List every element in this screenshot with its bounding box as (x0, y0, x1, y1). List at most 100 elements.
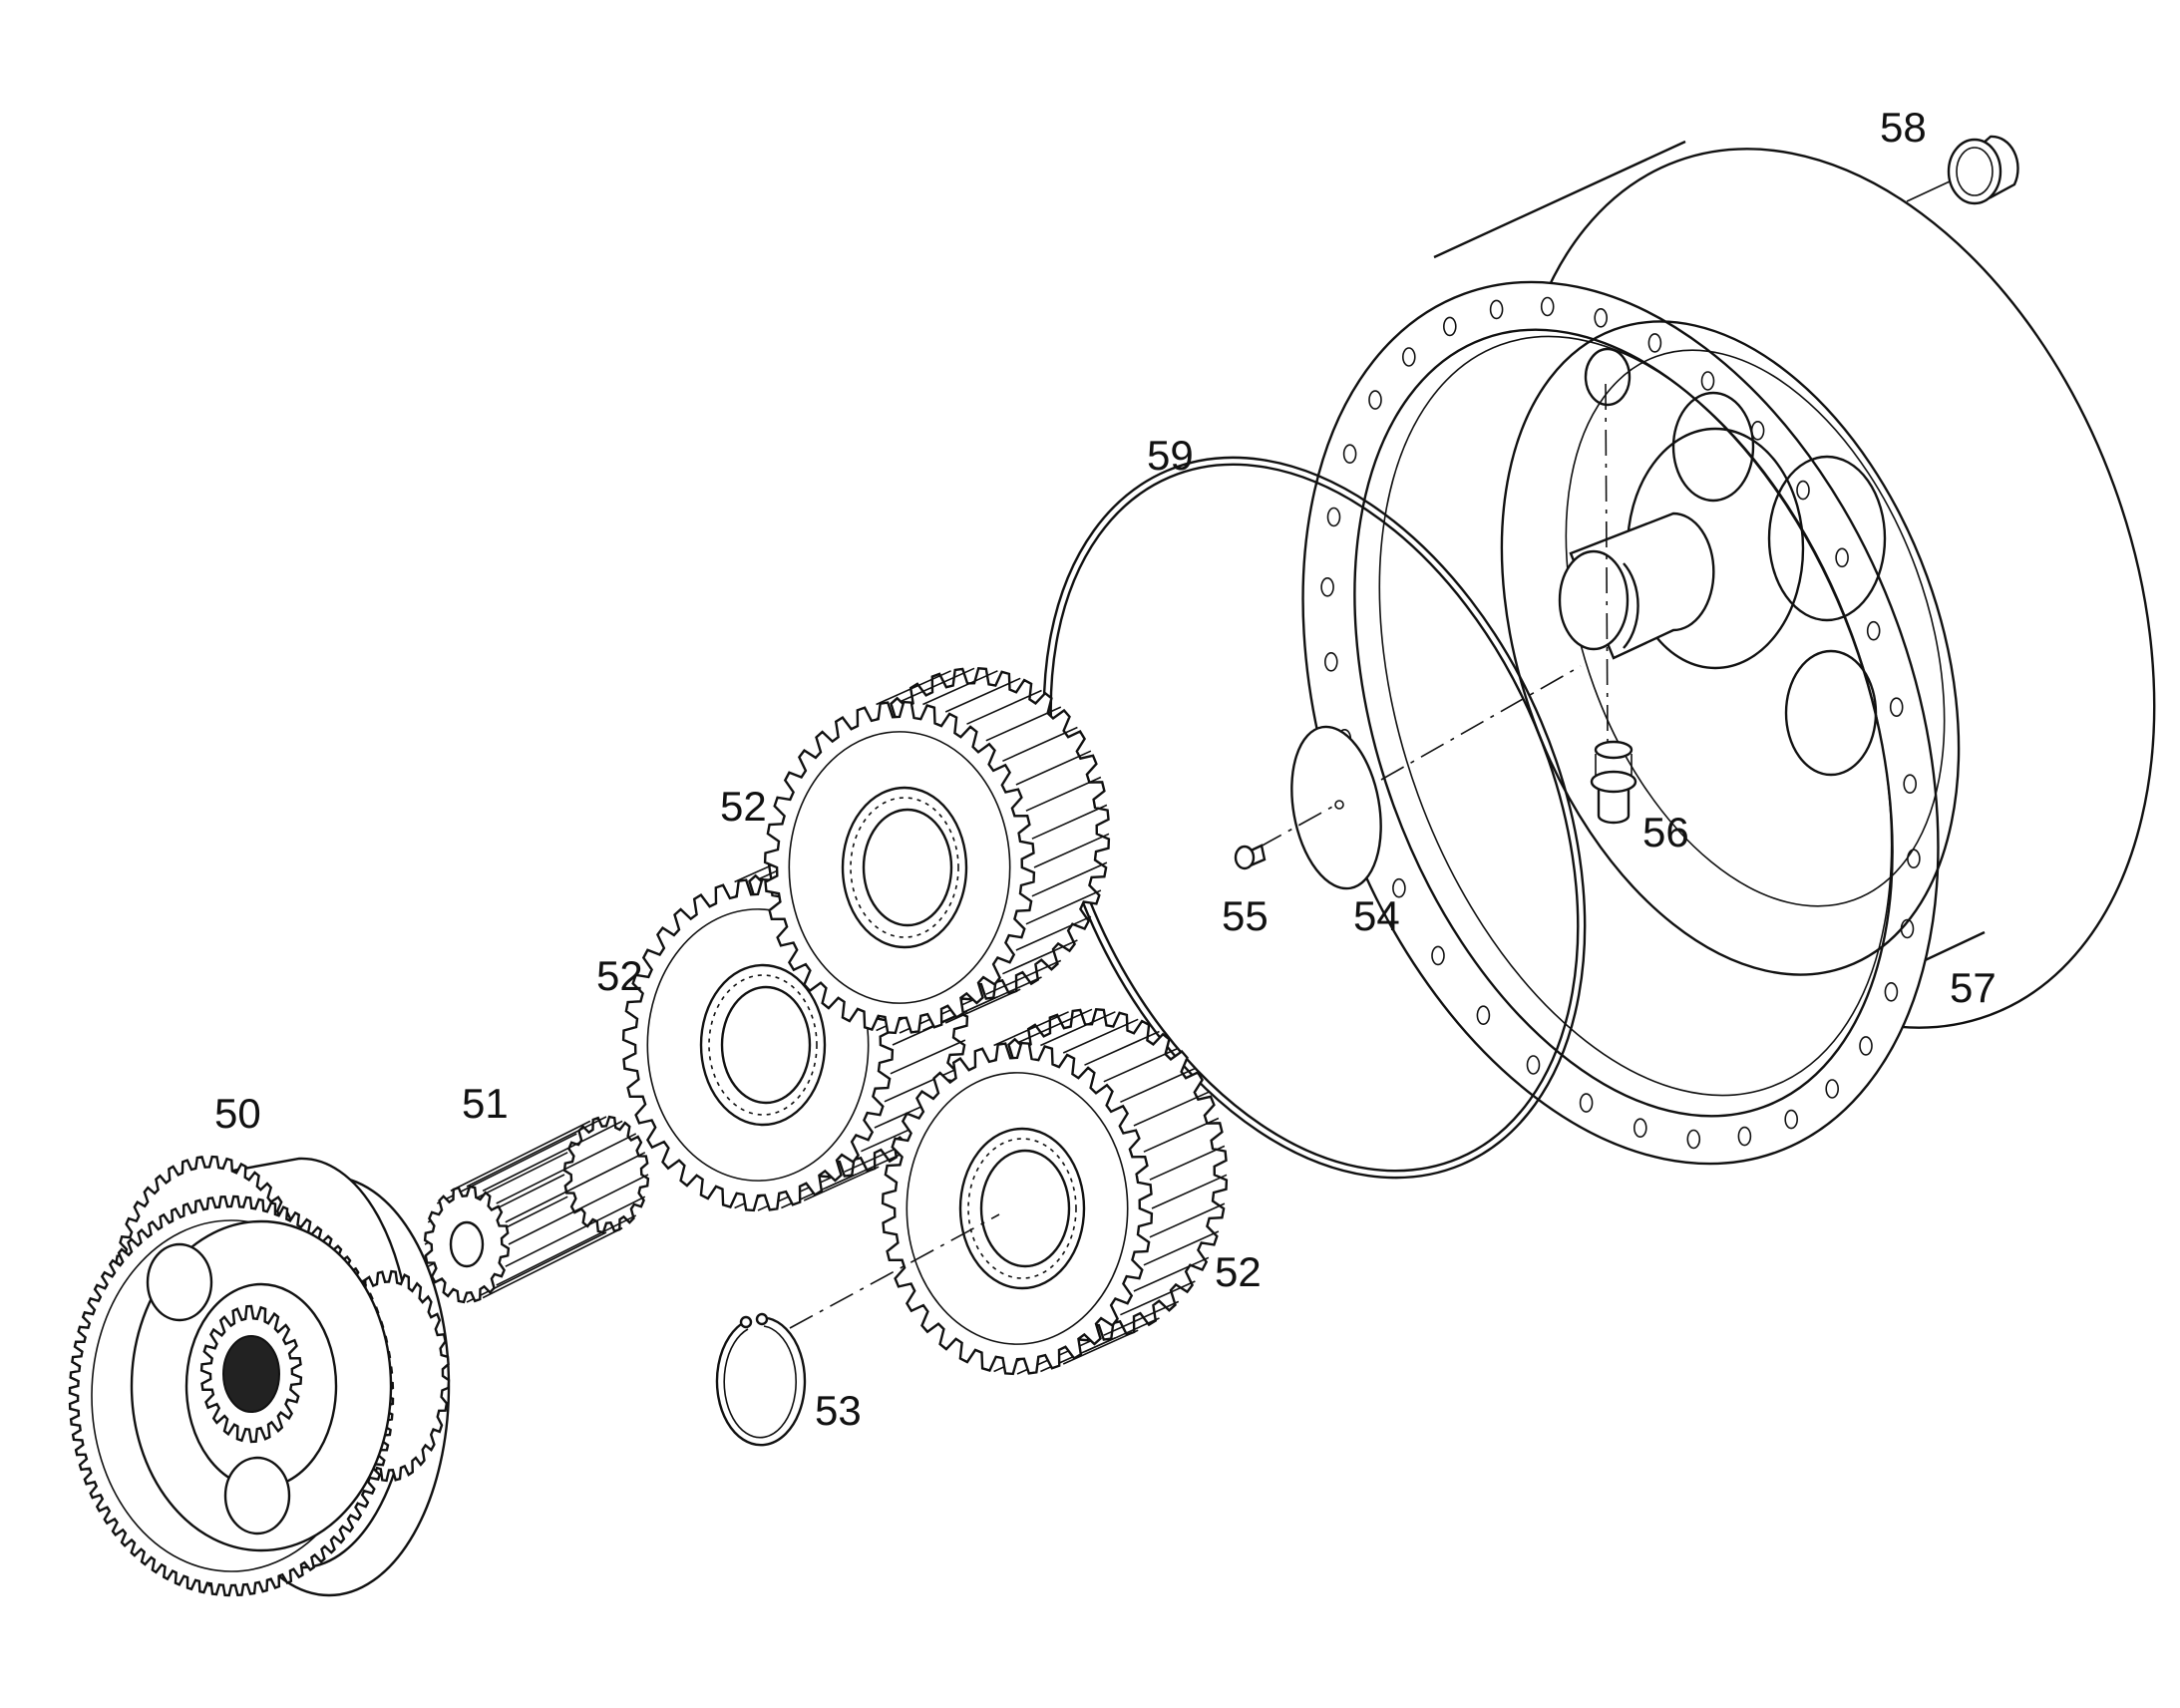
bolt-hole (1324, 651, 1338, 672)
bearing-outer (841, 786, 968, 949)
gear-tooth-edge (1002, 726, 1078, 763)
bolt-hole (1431, 945, 1445, 966)
planet-carrier-part-50 (68, 1155, 451, 1597)
bolt-hole (1889, 697, 1904, 718)
gear-tooth-edge (966, 689, 1042, 725)
gear-tooth-edge (1025, 776, 1102, 812)
bolt-hole (1579, 1093, 1594, 1113)
part-label-56: 56 (1642, 809, 1689, 855)
gear-front-face (881, 1041, 1154, 1376)
sun-gear-spline (496, 1214, 637, 1286)
sun-gear-bore (449, 1220, 485, 1268)
bolt-hole (1903, 774, 1917, 795)
part-label-51: 51 (462, 1080, 509, 1127)
screw-part-55 (1234, 844, 1267, 870)
bolt-hole (1784, 1109, 1798, 1130)
sun-gear-back (562, 1115, 650, 1234)
bolt-hole (1647, 333, 1662, 353)
sun-gear-spline (505, 1196, 646, 1267)
gear-tooth-edge (922, 670, 998, 706)
bolt-hole (1320, 576, 1334, 597)
gear-tooth-edge (1120, 1067, 1196, 1104)
bolt-hole (1686, 1129, 1701, 1150)
o-ring-part-59 (1042, 456, 1587, 1180)
bolt-hole (1634, 1118, 1647, 1138)
gear-tooth-edge (1015, 750, 1092, 786)
plug-part-58 (1906, 135, 2019, 205)
bolt-hole (1392, 877, 1406, 898)
sun-gear-front (423, 1185, 511, 1304)
planet-gear-part-52-bottom (881, 1008, 1229, 1376)
bearing-outer (699, 963, 827, 1127)
part-label-58: 58 (1880, 104, 1927, 151)
bearing-outer (958, 1127, 1086, 1290)
bearing-rollers (967, 1138, 1077, 1279)
gear-tooth-edge (985, 959, 1062, 995)
gear-tooth-edge (1149, 1145, 1226, 1181)
bearing-rollers (708, 974, 818, 1116)
planet-gear-part-52-top (763, 667, 1111, 1035)
gear-tooth-edge (1103, 1300, 1180, 1336)
gear-web (788, 731, 1011, 1004)
sun-gear-spline (450, 1120, 591, 1193)
sun-gear-spline (496, 1133, 637, 1204)
bolt-hole (1796, 480, 1810, 501)
bolt-hole (1700, 371, 1715, 391)
bolt-hole (1884, 981, 1899, 1002)
bolt-hole (1859, 1036, 1873, 1056)
gear-tooth-edge (1143, 1230, 1220, 1266)
carrier-pin-bottom (223, 1456, 291, 1536)
sun-gear-spline (466, 1116, 607, 1188)
gear-tooth-edge (899, 667, 975, 703)
gear-front-face (763, 700, 1036, 1035)
carrier-pin-top (146, 1242, 213, 1322)
washer-part-54 (1290, 725, 1382, 890)
bearing-inner (862, 808, 953, 927)
part-label-57: 57 (1950, 964, 1997, 1011)
bolt-hole (1402, 347, 1416, 367)
bolt-hole (1526, 1055, 1541, 1075)
part-label-54: 54 (1353, 892, 1400, 939)
bearing-inner (979, 1149, 1071, 1268)
bolt-hole (1342, 444, 1357, 465)
bolt-hole (1368, 390, 1382, 410)
part-label-52-middle: 52 (596, 952, 643, 999)
gear-tooth-edge (985, 706, 1062, 742)
gear-web (906, 1072, 1129, 1345)
gear-tooth-edge (884, 1067, 960, 1103)
bolt-hole (1476, 1005, 1491, 1026)
sun-gear-part-51 (423, 1115, 650, 1304)
gear-tooth-edge (1062, 1018, 1139, 1054)
gear-tooth-edge (1120, 1280, 1196, 1316)
bolt-hole (1443, 316, 1457, 337)
gear-tooth-edge (1016, 1008, 1093, 1044)
snap-ring-part-53 (715, 1312, 807, 1447)
carrier-center-bore (222, 1335, 280, 1413)
gear-tooth-edge (1151, 1174, 1228, 1209)
bearing-rollers (850, 797, 959, 938)
bolt-hole (1594, 307, 1608, 328)
gear-tooth-edge (1031, 861, 1108, 897)
sun-gear-spline (482, 1226, 623, 1299)
sun-gear-spline (508, 1174, 649, 1245)
gear-tooth-edge (1133, 1256, 1210, 1292)
bolt-hole (1866, 620, 1881, 641)
gear-tooth-edge (1015, 915, 1092, 951)
gear-tooth-edge (1040, 1011, 1116, 1047)
gear-tooth-edge (1025, 889, 1102, 925)
gear-tooth-edge (1133, 1091, 1210, 1127)
bolt-hole (1835, 547, 1849, 568)
bolt-hole (1907, 849, 1921, 869)
part-label-52-top: 52 (720, 783, 767, 830)
bolt-hole (1825, 1079, 1839, 1099)
gear-tooth-edge (993, 1011, 1069, 1047)
gear-web (646, 908, 870, 1182)
gear-tooth-edge (890, 1039, 966, 1075)
part-label-50: 50 (214, 1090, 261, 1137)
gear-tooth-edge (1002, 939, 1078, 975)
sun-gear-spline (482, 1120, 623, 1193)
bolt-hole (1900, 918, 1915, 939)
gear-tooth-edge (1031, 804, 1108, 840)
